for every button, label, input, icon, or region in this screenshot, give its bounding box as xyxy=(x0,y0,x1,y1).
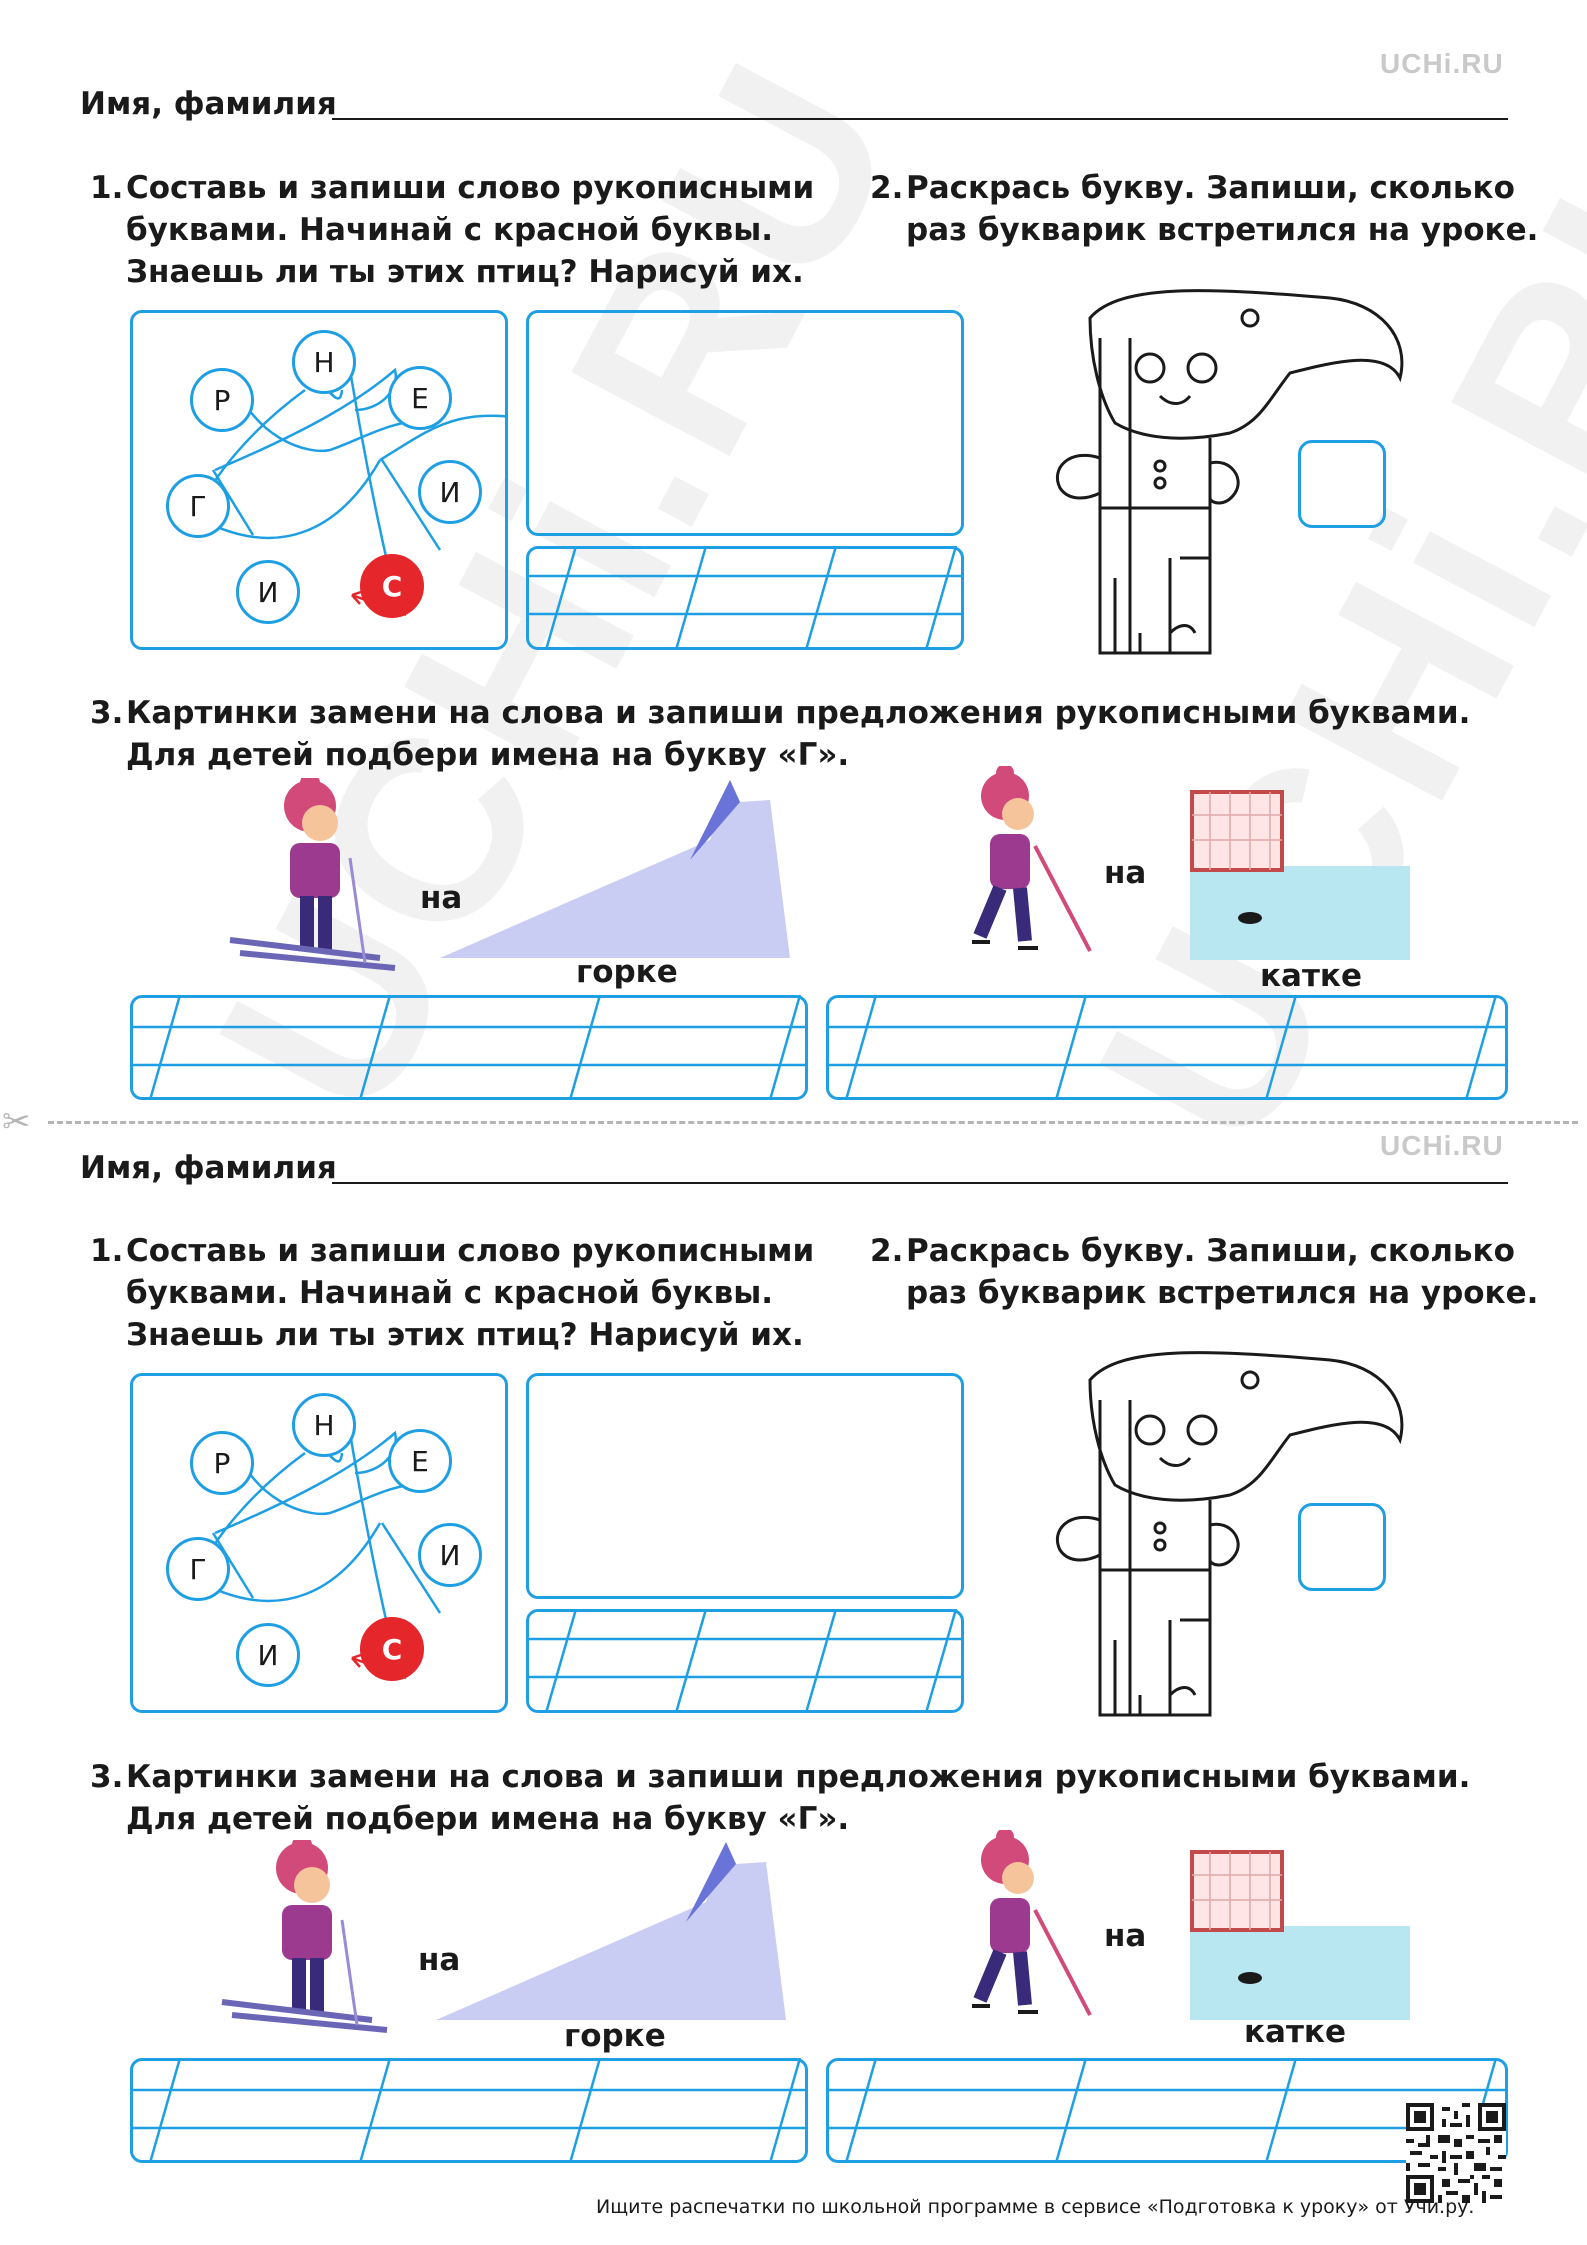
letter-s-start: С xyxy=(360,554,424,618)
rink-image xyxy=(1190,790,1410,960)
task3-line: Для детей подбери имена на букву «Г». xyxy=(126,737,850,773)
skier-girl-image xyxy=(229,778,396,971)
brand-logo: UCHi.RU xyxy=(1380,48,1504,79)
task3-line: Картинки замени на слова и запиши предло… xyxy=(126,1759,1471,1795)
count-box[interactable] xyxy=(1298,440,1386,528)
task1-line: Составь и запиши слово рукописными xyxy=(126,1233,815,1269)
hill-image xyxy=(436,1842,786,2020)
preposition-na: на xyxy=(418,1942,461,1978)
brand-logo: UCHi.RU xyxy=(1380,1130,1504,1161)
preposition-na: на xyxy=(420,880,463,916)
hill-image xyxy=(440,780,790,958)
letter-i: И xyxy=(236,1623,300,1687)
task2-text: 2. Раскрась букву. Запиши, сколько раз б… xyxy=(870,1230,1538,1320)
task1-text: 1. Составь и запиши слово рукописными бу… xyxy=(90,1230,814,1360)
word-gorke: горке xyxy=(564,2018,666,2054)
task1-text: 1. Составь и запиши слово рукописными бу… xyxy=(90,167,814,297)
scissors-icon: ✂ xyxy=(2,1102,31,1142)
task3-text: 3. Картинки замени на слова и запиши пре… xyxy=(90,1756,1550,1846)
writing-lines[interactable] xyxy=(130,995,808,1100)
letter-puzzle xyxy=(130,1373,508,1713)
cut-line xyxy=(48,1121,1578,1124)
preposition-na: на xyxy=(1104,855,1147,891)
writing-lines[interactable] xyxy=(526,1609,964,1713)
qr-code[interactable] xyxy=(1406,2103,1506,2203)
letter-e: Е xyxy=(388,1429,452,1493)
letter-i: И xyxy=(418,1523,482,1587)
count-box[interactable] xyxy=(1298,1503,1386,1591)
writing-lines[interactable] xyxy=(826,995,1508,1100)
letter-i: И xyxy=(418,460,482,524)
word-katke: катке xyxy=(1244,2014,1346,2050)
task2-line: Раскрась букву. Запиши, сколько xyxy=(906,1233,1515,1269)
name-line[interactable] xyxy=(332,118,1508,120)
letter-i: И xyxy=(236,560,300,624)
task3-text: 3. Картинки замени на слова и запиши пре… xyxy=(90,692,1550,782)
preposition-na: на xyxy=(1104,1918,1147,1954)
name-label: Имя, фамилия xyxy=(80,1150,337,1186)
letter-g-character xyxy=(1055,289,1404,655)
writing-lines[interactable] xyxy=(826,2058,1508,2163)
hockey-girl-image xyxy=(972,766,1092,952)
task2-line: Раскрась букву. Запиши, сколько xyxy=(906,170,1515,206)
footer-text: Ищите распечатки по школьной программе в… xyxy=(596,2196,1475,2218)
task1-line: буквами. Начинай с красной буквы. xyxy=(126,1275,774,1311)
word-gorke: горке xyxy=(576,954,678,990)
task1-line: буквами. Начинай с красной буквы. xyxy=(126,212,774,248)
letter-g: Г xyxy=(166,474,230,538)
drawing-box[interactable] xyxy=(526,310,964,536)
letter-s-start: С xyxy=(360,1617,424,1681)
drawing-box[interactable] xyxy=(526,1373,964,1599)
writing-lines[interactable] xyxy=(526,546,964,650)
task2-line: раз букварик встретился на уроке. xyxy=(906,212,1539,248)
word-katke: катке xyxy=(1260,958,1362,994)
name-line[interactable] xyxy=(332,1182,1508,1184)
skier-girl-image xyxy=(221,1840,388,2033)
writing-lines[interactable] xyxy=(130,2058,808,2163)
task2-text: 2. Раскрась букву. Запиши, сколько раз б… xyxy=(870,167,1538,257)
letter-n: Н xyxy=(292,330,356,394)
letter-e: Е xyxy=(388,366,452,430)
letter-r: Р xyxy=(190,368,254,432)
task3-line: Картинки замени на слова и запиши предло… xyxy=(126,695,1471,731)
letter-n: Н xyxy=(292,1393,356,1457)
letter-g: Г xyxy=(166,1537,230,1601)
task1-line: Знаешь ли ты этих птиц? Нарисуй их. xyxy=(126,1317,804,1353)
letter-g-character xyxy=(1055,1351,1404,1717)
letter-r: Р xyxy=(190,1431,254,1495)
name-label: Имя, фамилия xyxy=(80,86,337,122)
hockey-girl-image xyxy=(972,1830,1092,2016)
rink-image xyxy=(1190,1850,1410,2020)
task1-line: Составь и запиши слово рукописными xyxy=(126,170,815,206)
task1-line: Знаешь ли ты этих птиц? Нарисуй их. xyxy=(126,254,804,290)
task3-line: Для детей подбери имена на букву «Г». xyxy=(126,1801,850,1837)
task2-line: раз букварик встретился на уроке. xyxy=(906,1275,1539,1311)
